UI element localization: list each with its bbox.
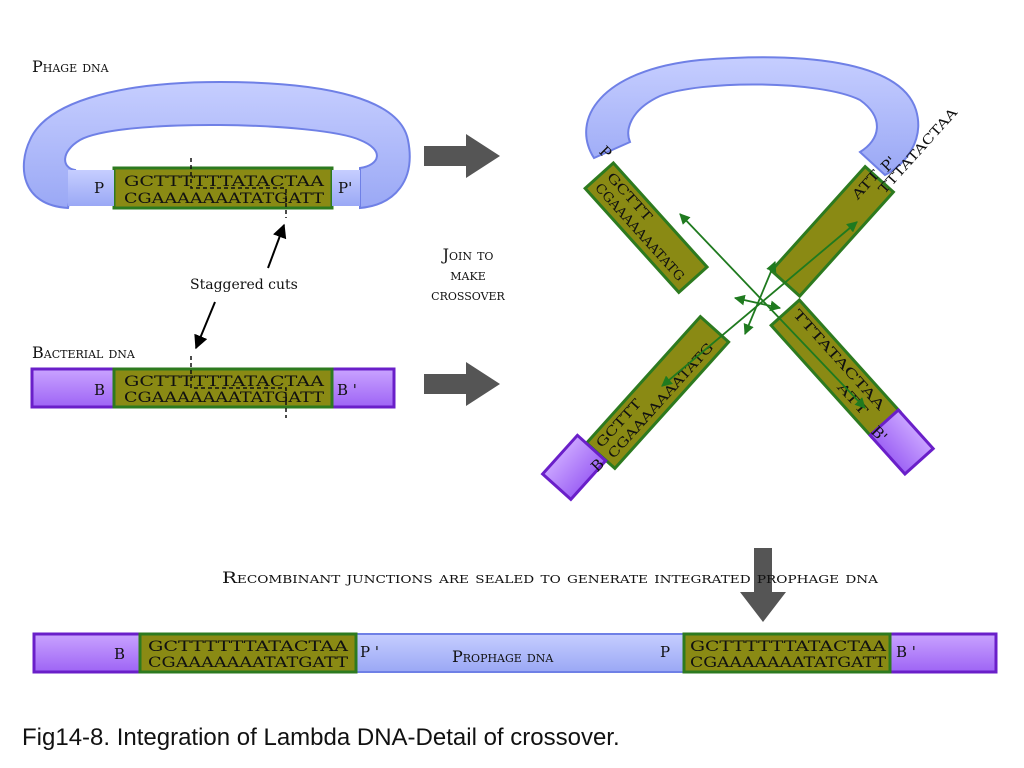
recombinant-label: Recombinant junctions are sealed to gene… xyxy=(222,568,879,587)
cut-pointer-down xyxy=(194,301,216,350)
join-label-line2: make xyxy=(450,265,485,284)
join-label-line3: crossover xyxy=(431,285,505,304)
integrated-left-top: GCTTTTTTATACTAA xyxy=(148,639,348,655)
integrated-left-inner: P ' xyxy=(360,643,379,661)
integrated-right-bottom: CGAAAAAAATATGATT xyxy=(690,655,886,671)
figure-caption: Fig14-8. Integration of Lambda DNA-Detai… xyxy=(22,724,620,751)
gray-arrow-mid xyxy=(424,362,500,406)
bacterial-cut-line xyxy=(190,356,287,418)
integrated-right-inner: P xyxy=(660,643,670,661)
phage-bottom-strand: CGAAAAAAATATGATT xyxy=(124,191,324,207)
prophage-dna-label: Prophage dna xyxy=(452,647,554,666)
gray-arrow-down xyxy=(740,548,786,622)
integrated-left-end: B xyxy=(114,645,125,663)
integrated-right-top: GCTTTTTTATACTAA xyxy=(690,639,886,655)
gray-arrow-top xyxy=(424,134,500,178)
bacterial-bottom-strand: CGAAAAAAATATGATT xyxy=(124,390,324,406)
phage-cut-line xyxy=(190,158,287,218)
crossover-phage-loop xyxy=(585,56,920,177)
crossover-arm-upper-right: TTTATACTAA ATT xyxy=(769,105,961,299)
crossover-arm-upper-left: GCTTT CGAAAAAAATATG xyxy=(583,160,710,295)
crossover-arm-lower-left: GCTTT CGAAAAAAATATG xyxy=(584,314,731,471)
staggered-cuts-label: Staggered cuts xyxy=(190,277,298,293)
green-arrow-4 xyxy=(743,261,777,335)
phage-left-end: P xyxy=(94,179,104,197)
join-label-line1: Join to xyxy=(441,245,494,264)
crossover-Bprime-end xyxy=(868,407,936,477)
crossover-arm-lower-right: TTTATACTAA ATT xyxy=(769,297,902,439)
crossover-B-end xyxy=(540,433,608,502)
phage-right-end: P' xyxy=(338,179,352,197)
phage-loop xyxy=(22,80,411,210)
integrated-prophage-bar xyxy=(32,632,998,674)
bacterial-top-strand: GCTTTTTTATACTAA xyxy=(124,374,324,390)
integrated-right-end: B ' xyxy=(896,643,916,661)
phage-top-strand: GCTTTTTTATACTAA xyxy=(124,174,324,190)
bacterial-left-end: B xyxy=(94,381,105,399)
bacterial-right-end: B ' xyxy=(337,381,357,399)
phage-dna-label: Phage dna xyxy=(32,57,110,76)
integrated-left-bottom: CGAAAAAAATATGATT xyxy=(148,655,348,671)
cut-pointer-up xyxy=(267,223,287,269)
bacterial-dna-label: Bacterial dna xyxy=(32,343,136,362)
